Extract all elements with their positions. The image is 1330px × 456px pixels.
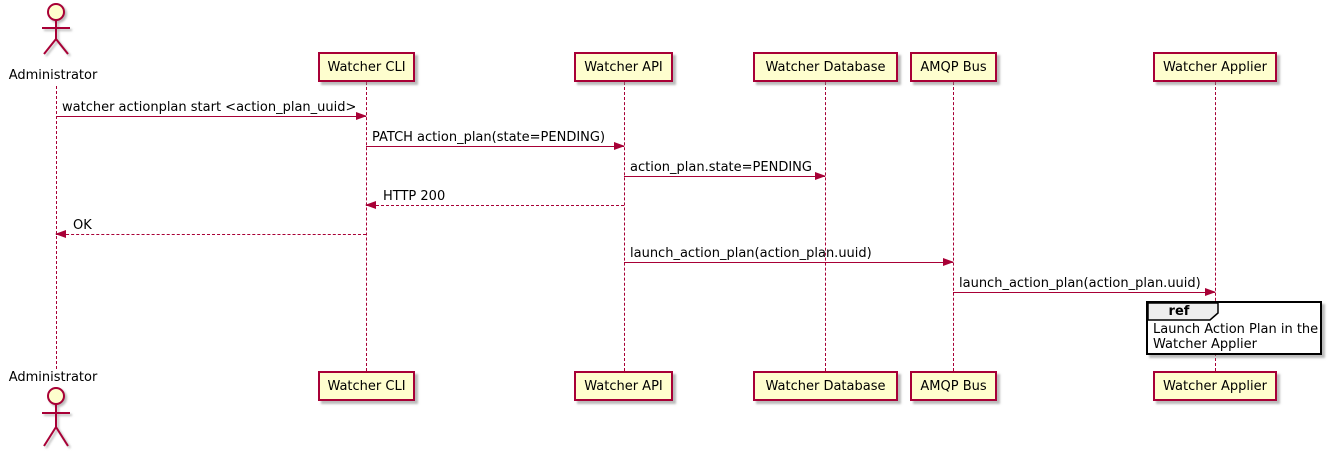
message-arrow [365, 201, 624, 209]
participant-amqp-bus-bottom: AMQP Bus [910, 371, 997, 401]
participant-label: Watcher CLI [327, 59, 406, 75]
message-http-200: HTTP 200 [365, 189, 624, 209]
participant-amqp-bus-top: AMQP Bus [910, 52, 997, 82]
lifeline-watcher-api [624, 82, 625, 371]
message-label: action_plan.state=PENDING [630, 160, 812, 175]
message-arrow [624, 258, 954, 266]
ref-text-line2: Watcher Applier [1153, 337, 1257, 352]
lifeline-watcher-applier [1215, 82, 1216, 371]
arrowhead-icon [815, 172, 826, 180]
participant-label: Watcher API [584, 59, 663, 75]
participant-watcher-cli-bottom: Watcher CLI [318, 371, 415, 401]
participant-label: Watcher CLI [327, 378, 406, 394]
message-ok: OK [55, 218, 366, 238]
participant-label: Watcher Database [765, 59, 886, 75]
lifeline-watcher-cli [366, 82, 367, 371]
message-arrow [56, 112, 367, 120]
message-arrow [624, 172, 826, 180]
participant-label: Watcher Database [765, 378, 886, 394]
actor-label-bottom: Administrator [8, 370, 98, 385]
ref-fragment: ref Launch Action Plan in the Watcher Ap… [1146, 301, 1322, 355]
lifeline-administrator [56, 86, 57, 369]
message-launch-action-plan-api: launch_action_plan(action_plan.uuid) [624, 246, 954, 266]
actor-icon [42, 3, 70, 55]
participant-watcher-api-bottom: Watcher API [574, 371, 673, 401]
arrowhead-icon [365, 201, 376, 209]
arrowhead-icon [943, 258, 954, 266]
participant-watcher-api-top: Watcher API [574, 52, 673, 82]
participant-label: AMQP Bus [920, 378, 987, 394]
ref-keyword: ref [1168, 304, 1190, 319]
message-label: launch_action_plan(action_plan.uuid) [959, 276, 1201, 291]
arrowhead-icon [356, 112, 367, 120]
message-label: OK [73, 218, 92, 233]
participant-watcher-cli-top: Watcher CLI [318, 52, 415, 82]
actor-icon [42, 387, 70, 447]
ref-text-line1: Launch Action Plan in the [1153, 322, 1319, 337]
lifeline-watcher-database [825, 82, 826, 371]
message-label: launch_action_plan(action_plan.uuid) [630, 246, 872, 261]
participant-label: Watcher Applier [1163, 59, 1267, 75]
participant-watcher-database-top: Watcher Database [753, 52, 898, 82]
message-label: HTTP 200 [383, 189, 446, 204]
participant-label: Watcher Applier [1163, 378, 1267, 394]
message-arrow [366, 142, 625, 150]
arrowhead-icon [1205, 288, 1216, 296]
participant-watcher-database-bottom: Watcher Database [753, 371, 898, 401]
lifeline-amqp-bus [953, 82, 954, 371]
message-patch-action-plan: PATCH action_plan(state=PENDING) [366, 130, 625, 150]
actor-label-top: Administrator [8, 68, 98, 83]
message-launch-action-plan-amqp: launch_action_plan(action_plan.uuid) [953, 276, 1216, 296]
arrowhead-icon [55, 230, 66, 238]
message-actionplan-start: watcher actionplan start <action_plan_uu… [56, 100, 367, 120]
message-label: PATCH action_plan(state=PENDING) [372, 130, 606, 145]
participant-label: AMQP Bus [920, 59, 987, 75]
participant-watcher-applier-top: Watcher Applier [1153, 52, 1277, 82]
participant-watcher-applier-bottom: Watcher Applier [1153, 371, 1277, 401]
arrowhead-icon [614, 142, 625, 150]
ref-pentagon-icon [1147, 302, 1219, 321]
message-state-pending: action_plan.state=PENDING [624, 160, 826, 180]
participant-label: Watcher API [584, 378, 663, 394]
message-label: watcher actionplan start <action_plan_uu… [62, 100, 357, 115]
message-arrow [55, 230, 366, 238]
message-arrow [953, 288, 1216, 296]
ref-text: Launch Action Plan in the Watcher Applie… [1153, 322, 1318, 352]
